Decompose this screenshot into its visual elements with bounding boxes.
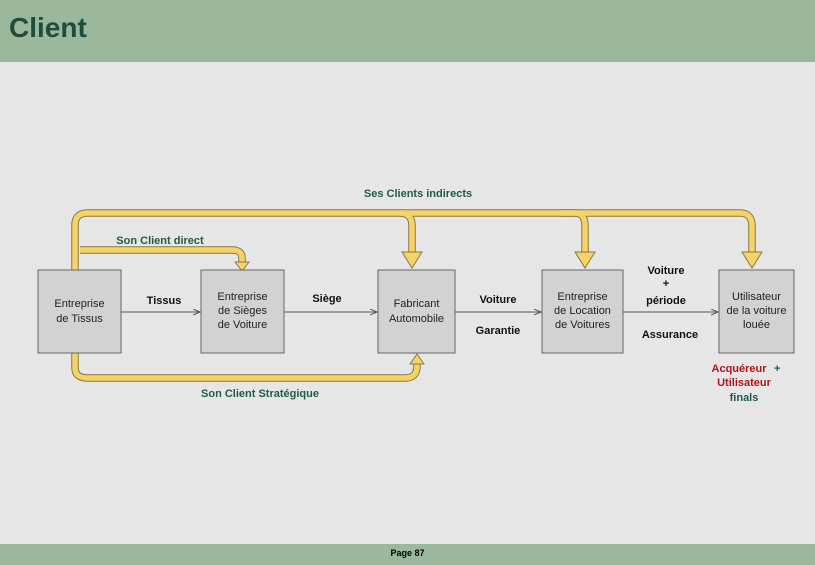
node-end-user: Utilisateur de la voiture louée bbox=[718, 269, 795, 354]
edge-label-periode: période bbox=[646, 295, 686, 307]
node-rental-company-line3: de Voitures bbox=[555, 319, 611, 331]
label-direct-client: Son Client direct bbox=[116, 235, 204, 247]
node-fabric-company: Entreprise de Tissus bbox=[37, 269, 122, 354]
final-note-plus: + bbox=[774, 363, 780, 375]
footer-bar: Page 87 bbox=[0, 544, 815, 565]
node-end-user-line2: de la voiture bbox=[727, 305, 787, 317]
final-note-utilisateur: Utilisateur bbox=[717, 377, 772, 389]
label-indirect-clients: Ses Clients indirects bbox=[364, 188, 472, 200]
edge-label-plus: + bbox=[663, 278, 669, 290]
edge-label-voiture: Voiture bbox=[479, 294, 516, 306]
node-seat-company-line3: de Voiture bbox=[218, 319, 268, 331]
node-end-user-line1: Utilisateur bbox=[732, 291, 781, 303]
node-rental-company-line1: Entreprise bbox=[557, 291, 607, 303]
final-user-note: Acquéreur + Utilisateur finals bbox=[712, 359, 781, 404]
node-car-maker-line1: Fabricant bbox=[394, 298, 440, 310]
header-bar: Client bbox=[0, 0, 815, 62]
final-note-finals: finals bbox=[730, 392, 759, 404]
label-strategic-client: Son Client Stratégique bbox=[201, 388, 319, 400]
final-note-acquereur: Acquéreur bbox=[712, 363, 768, 375]
page-number: Page 87 bbox=[390, 548, 425, 558]
final-note-line1: Acquéreur + bbox=[712, 359, 781, 376]
edge-label-garantie: Garantie bbox=[476, 325, 521, 337]
strategic-client-path bbox=[71, 353, 425, 382]
edge-label-tissus: Tissus bbox=[147, 295, 182, 307]
indirect-clients-path bbox=[71, 209, 763, 270]
node-end-user-line3: louée bbox=[743, 319, 770, 331]
node-fabric-company-line2: de Tissus bbox=[56, 313, 103, 325]
page-title: Client bbox=[9, 12, 87, 43]
direct-client-path bbox=[80, 246, 251, 272]
node-seat-company-line2: de Sièges bbox=[218, 305, 267, 317]
node-rental-company-line2: de Location bbox=[554, 305, 611, 317]
node-seat-company: Entreprise de Sièges de Voiture bbox=[200, 269, 285, 354]
node-rental-company: Entreprise de Location de Voitures bbox=[541, 269, 624, 354]
node-car-maker-line2: Automobile bbox=[389, 313, 444, 325]
edge-label-assurance: Assurance bbox=[642, 329, 698, 341]
node-fabric-company-line1: Entreprise bbox=[54, 298, 104, 310]
node-seat-company-line1: Entreprise bbox=[217, 291, 267, 303]
edge-label-voiture-rental: Voiture bbox=[647, 265, 684, 277]
node-car-maker: Fabricant Automobile bbox=[377, 269, 456, 354]
edge-label-siege: Siège bbox=[312, 293, 341, 305]
